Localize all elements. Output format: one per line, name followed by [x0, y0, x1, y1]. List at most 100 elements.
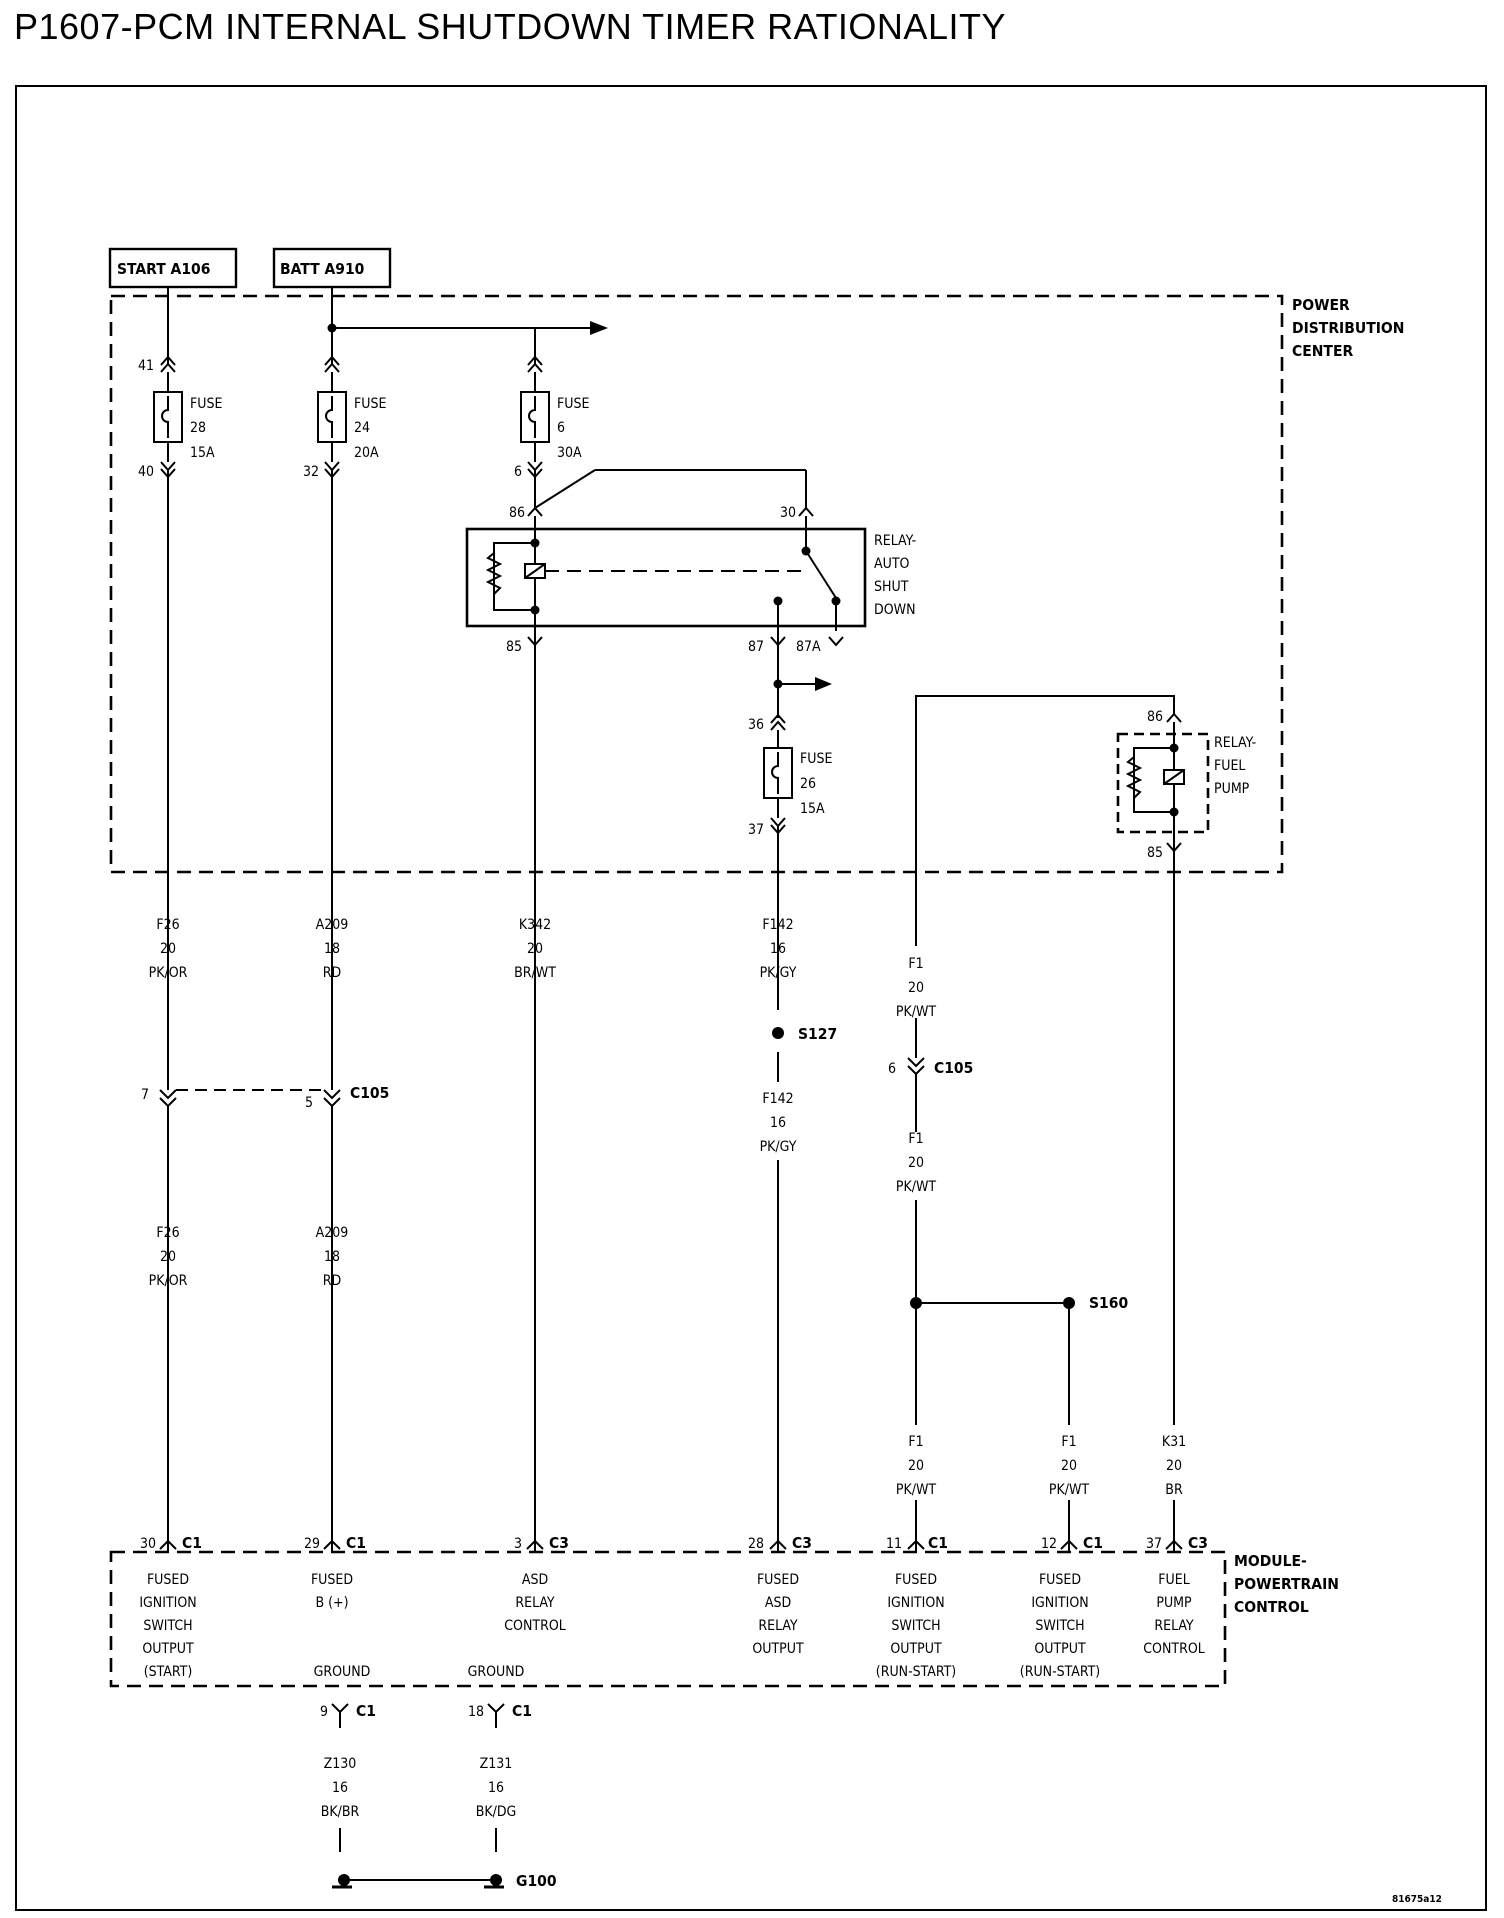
pcm-pin-28: 28 C3 FUSED ASD RELAY OUTPUT [748, 1534, 812, 1657]
svg-text:OUTPUT: OUTPUT [142, 1641, 194, 1657]
pcm-label: MODULE- POWERTRAIN CONTROL [1234, 1552, 1339, 1616]
svg-text:C1: C1 [1083, 1534, 1103, 1552]
svg-text:BK/BR: BK/BR [321, 1804, 360, 1820]
svg-text:DOWN: DOWN [874, 602, 916, 618]
svg-text:FUSE: FUSE [354, 396, 386, 412]
svg-text:18: 18 [468, 1704, 484, 1720]
svg-text:OUTPUT: OUTPUT [752, 1641, 804, 1657]
svg-text:F26: F26 [156, 917, 179, 933]
battery-bus [332, 321, 608, 335]
svg-text:FUSED: FUSED [895, 1572, 937, 1588]
wire-label-f1-d: F1 20 PK/WT [1049, 1434, 1090, 1498]
svg-text:PK/GY: PK/GY [760, 965, 797, 981]
splice-s160-label: S160 [1089, 1294, 1128, 1312]
ground-g100: G100 [332, 1872, 557, 1890]
svg-text:START A106: START A106 [117, 260, 210, 278]
svg-text:OUTPUT: OUTPUT [1034, 1641, 1086, 1657]
c105-label-f1: C105 [934, 1059, 973, 1077]
svg-text:B (+): B (+) [315, 1595, 348, 1611]
pcm-pin-29: 29 C1 FUSED B (+) [304, 1534, 366, 1611]
svg-text:PUMP: PUMP [1214, 781, 1250, 797]
svg-text:29: 29 [304, 1536, 320, 1552]
svg-text:85: 85 [1147, 845, 1163, 861]
wire-label-f26-a: F26 20 PK/OR [149, 917, 188, 981]
svg-text:POWERTRAIN: POWERTRAIN [1234, 1575, 1339, 1593]
svg-text:28: 28 [190, 420, 206, 436]
fuel-pump-relay-label: RELAY- FUEL PUMP [1214, 735, 1256, 797]
svg-text:Z130: Z130 [324, 1756, 357, 1772]
asd-relay-pins: 86 30 85 87 87A [506, 505, 821, 655]
svg-text:20: 20 [160, 1249, 176, 1265]
circuit-k31 [1165, 851, 1183, 1552]
svg-text:G100: G100 [516, 1872, 557, 1890]
svg-text:20: 20 [908, 980, 924, 996]
svg-text:20: 20 [908, 1155, 924, 1171]
svg-text:SWITCH: SWITCH [891, 1618, 940, 1634]
svg-text:36: 36 [748, 717, 764, 733]
svg-text:ASD: ASD [522, 1572, 548, 1588]
circuit-f142 [763, 626, 832, 1552]
pdc-label: POWER DISTRIBUTION CENTER [1292, 296, 1404, 360]
svg-text:24: 24 [354, 420, 370, 436]
c105-pin-f1: 6 [888, 1061, 896, 1077]
svg-text:IGNITION: IGNITION [139, 1595, 196, 1611]
pcm-boundary [109, 1550, 1227, 1688]
svg-text:20: 20 [1166, 1458, 1182, 1474]
wire-label-f142-b: F142 16 PK/GY [760, 1091, 797, 1155]
svg-text:30: 30 [780, 505, 796, 521]
svg-text:C3: C3 [549, 1534, 569, 1552]
svg-text:30: 30 [140, 1536, 156, 1552]
svg-text:IGNITION: IGNITION [1031, 1595, 1088, 1611]
svg-text:K342: K342 [519, 917, 551, 933]
svg-text:CONTROL: CONTROL [1234, 1598, 1309, 1616]
svg-text:BK/DG: BK/DG [476, 1804, 517, 1820]
svg-text:C1: C1 [356, 1702, 376, 1720]
ground-z130: GROUND 9 C1 Z130 16 BK/BR [314, 1664, 376, 1852]
svg-text:Z131: Z131 [480, 1756, 513, 1772]
circuit-a209 [317, 287, 347, 1552]
svg-text:(RUN-START): (RUN-START) [1020, 1664, 1100, 1680]
svg-text:PK/GY: PK/GY [760, 1139, 797, 1155]
svg-text:POWER: POWER [1292, 296, 1350, 314]
svg-text:(RUN-START): (RUN-START) [876, 1664, 956, 1680]
svg-text:11: 11 [886, 1536, 902, 1552]
ground-z131: GROUND 18 C1 Z131 16 BK/DG [468, 1664, 532, 1852]
svg-text:FUEL: FUEL [1158, 1572, 1189, 1588]
svg-text:15A: 15A [190, 445, 215, 461]
svg-text:RELAY-: RELAY- [874, 533, 916, 549]
svg-text:40: 40 [138, 464, 154, 480]
svg-text:CONTROL: CONTROL [1143, 1641, 1205, 1657]
wire-label-f26-b: F26 20 PK/OR [149, 1225, 188, 1289]
svg-text:20: 20 [160, 941, 176, 957]
svg-text:PK/WT: PK/WT [1049, 1482, 1090, 1498]
svg-text:85: 85 [506, 639, 522, 655]
c105-label: C105 [350, 1084, 389, 1102]
asd-relay-label: RELAY- AUTO SHUT DOWN [874, 533, 916, 618]
svg-text:SHUT: SHUT [874, 579, 909, 595]
wire-label-f142-a: F142 16 PK/GY [760, 917, 797, 981]
diagram-frame [15, 85, 1487, 1911]
svg-text:18: 18 [324, 1249, 340, 1265]
wire-label-f1-a: F1 20 PK/WT [896, 956, 937, 1020]
svg-text:A209: A209 [316, 917, 349, 933]
circuit-f26 [153, 287, 183, 1552]
svg-text:GROUND: GROUND [314, 1664, 371, 1680]
svg-text:30A: 30A [557, 445, 582, 461]
fuel-pump-relay [1116, 722, 1210, 853]
svg-text:6: 6 [514, 464, 522, 480]
pcm-pin-37: 37 C3 FUEL PUMP RELAY CONTROL [1143, 1534, 1208, 1657]
source-start-a106: START A106 [108, 247, 238, 289]
wire-label-f1-c: F1 20 PK/WT [896, 1434, 937, 1498]
svg-text:A209: A209 [316, 1225, 349, 1241]
source-batt-a910: BATT A910 [272, 247, 392, 289]
pdc-boundary [109, 294, 1284, 874]
svg-text:15A: 15A [800, 801, 825, 817]
pcm-pin-11: 11 C1 FUSED IGNITION SWITCH OUTPUT (RUN-… [876, 1534, 956, 1680]
c105-pin-f26: 7 [141, 1087, 149, 1103]
fuse-24: 32 FUSE 24 20A [303, 396, 386, 480]
svg-text:IGNITION: IGNITION [887, 1595, 944, 1611]
svg-text:41: 41 [138, 358, 154, 374]
circuit-fuse6 [520, 328, 814, 517]
svg-text:16: 16 [770, 1115, 786, 1131]
svg-text:C1: C1 [512, 1702, 532, 1720]
